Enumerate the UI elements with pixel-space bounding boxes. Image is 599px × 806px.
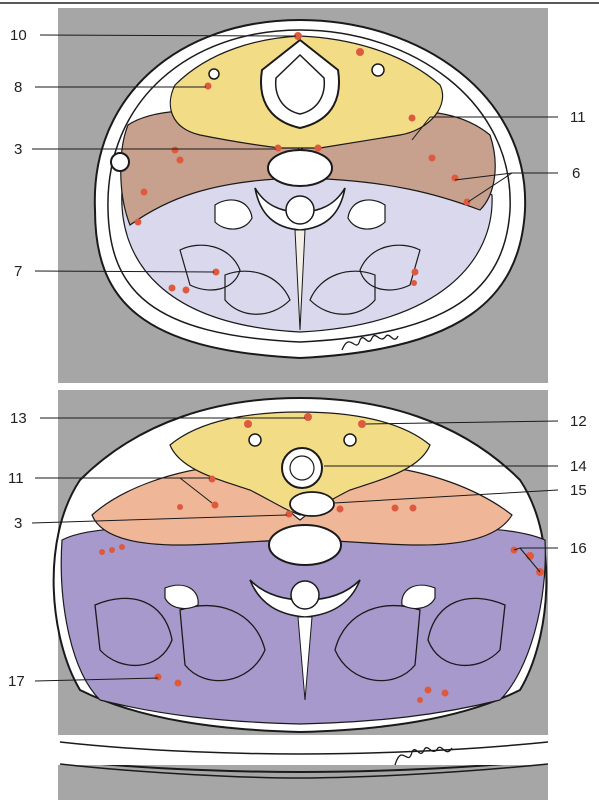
label-12: 12 (570, 413, 587, 430)
bottom-node (410, 505, 417, 512)
top-node (172, 147, 179, 154)
top-vertebral-body (268, 150, 332, 186)
bottom-panel (32, 390, 558, 800)
bottom-trachea-lumen (290, 456, 314, 480)
bottom-node (286, 511, 293, 518)
top-vessel-left-small (209, 69, 219, 79)
top-node (411, 280, 417, 286)
top-node (429, 155, 436, 162)
top-node (183, 287, 190, 294)
label-13: 13 (10, 410, 27, 427)
label-6: 6 (572, 165, 580, 182)
top-node (275, 145, 282, 152)
top-node (315, 145, 322, 152)
label-16: 16 (570, 540, 587, 557)
bottom-node (244, 420, 252, 428)
bottom-node (304, 413, 312, 421)
bottom-node (442, 690, 449, 697)
bottom-node (392, 505, 399, 512)
top-vessel-left (111, 153, 129, 171)
bottom-lower-white-band (58, 735, 548, 765)
top-spinal-canal (286, 196, 314, 224)
top-panel (32, 8, 558, 383)
bottom-vessel-right (344, 434, 356, 446)
bottom-node (119, 544, 125, 550)
label-11b: 11 (8, 470, 24, 487)
label-17: 17 (8, 673, 25, 690)
label-11: 11 (570, 109, 586, 126)
bottom-spinal-canal (291, 581, 319, 609)
top-vessel-right-small (372, 64, 384, 76)
bottom-node (209, 476, 216, 483)
bottom-node (155, 674, 162, 681)
bottom-vertebral-body (269, 525, 341, 565)
top-node (412, 269, 419, 276)
top-node (464, 199, 471, 206)
bottom-node (337, 506, 344, 513)
bottom-node (99, 549, 105, 555)
bottom-esophagus (290, 492, 334, 516)
top-node (141, 189, 148, 196)
bottom-node (212, 502, 219, 509)
top-node (177, 157, 184, 164)
label-15: 15 (570, 482, 587, 499)
bottom-node (177, 504, 183, 510)
top-node (356, 48, 364, 56)
top-node (169, 285, 176, 292)
top-node (135, 219, 142, 226)
bottom-node (109, 547, 115, 553)
top-node (452, 175, 459, 182)
top-node (409, 115, 416, 122)
label-8: 8 (14, 79, 22, 96)
top-node (205, 83, 212, 90)
label-3b: 3 (14, 515, 22, 532)
label-7: 7 (14, 263, 22, 280)
bottom-node (358, 420, 366, 428)
bottom-node (175, 680, 182, 687)
label-3: 3 (14, 141, 22, 158)
bottom-node (417, 697, 423, 703)
bottom-vessel-left (249, 434, 261, 446)
label-14: 14 (570, 458, 587, 475)
bottom-node (425, 687, 432, 694)
label-10: 10 (10, 27, 27, 44)
